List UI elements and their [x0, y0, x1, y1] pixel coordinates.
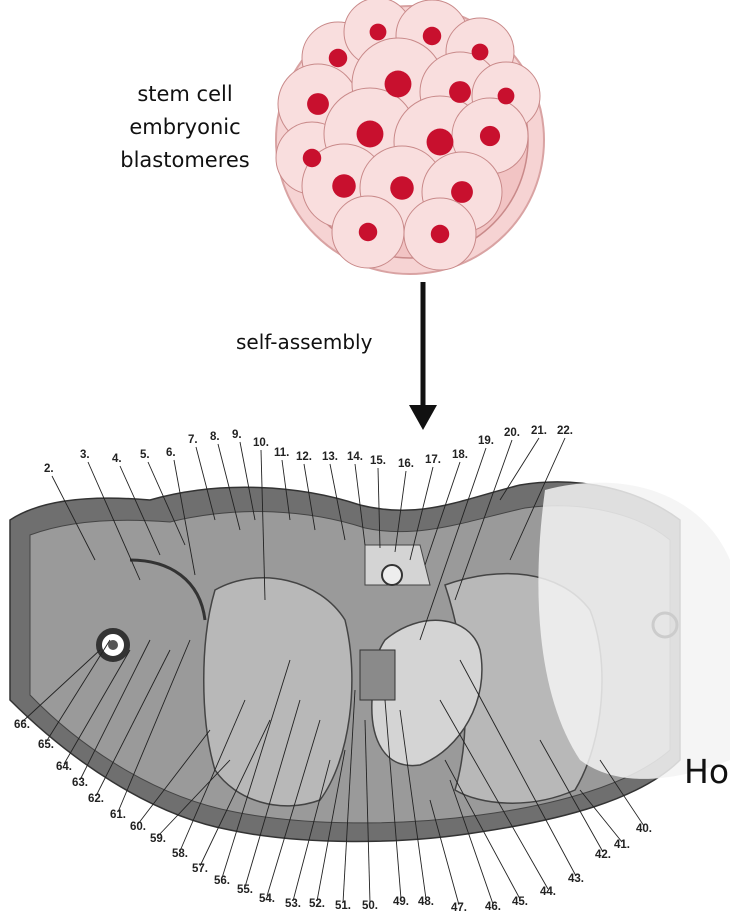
- structure-label-number: 59.: [150, 833, 166, 845]
- structure-label-number: 63.: [72, 777, 88, 789]
- cell-nucleus: [359, 223, 377, 241]
- structure-label-number: 62.: [88, 793, 104, 805]
- structure-label-number: 51.: [335, 900, 351, 912]
- structure-label-number: 57.: [192, 863, 208, 875]
- aorta: [360, 650, 395, 700]
- self-assembly-arrow: [409, 282, 437, 430]
- structure-label-number: 47.: [451, 902, 467, 913]
- cell-nucleus: [451, 181, 473, 203]
- cell-nucleus: [303, 149, 321, 167]
- cell-nucleus: [332, 174, 356, 198]
- structure-label-number: 13.: [322, 451, 338, 463]
- cell-nucleus: [423, 27, 441, 45]
- structure-label-number: 8.: [210, 431, 220, 443]
- structure-label-number: 12.: [296, 451, 312, 463]
- structure-label-number: 22.: [557, 425, 573, 437]
- structure-label-number: 19.: [478, 435, 494, 447]
- structure-label-number: 6.: [166, 447, 176, 459]
- structure-label-number: 20.: [504, 427, 520, 439]
- blastomere-cluster: [276, 0, 544, 274]
- structure-label-number: 3.: [80, 449, 90, 461]
- structure-label-number: 14.: [347, 451, 363, 463]
- structure-label-number: 64.: [56, 761, 72, 773]
- self-assembly-label: self-assembly: [236, 330, 372, 354]
- faded-arm: [538, 483, 730, 779]
- structure-label-number: 44.: [540, 886, 556, 898]
- structure-label-number: 15.: [370, 455, 386, 467]
- structure-label-number: 5.: [140, 449, 150, 461]
- trachea: [382, 565, 402, 585]
- structure-label-number: 50.: [362, 900, 378, 912]
- cell-nucleus: [472, 44, 489, 61]
- structure-label-number: 42.: [595, 849, 611, 861]
- structure-label-number: 40.: [636, 823, 652, 835]
- structure-label-number: 55.: [237, 884, 253, 896]
- thorax-cross-section: [10, 482, 730, 842]
- structure-label-number: 11.: [274, 447, 289, 459]
- structure-label-number: 21.: [531, 425, 547, 437]
- structure-label-number: 7.: [188, 434, 198, 446]
- cell-nucleus: [498, 88, 515, 105]
- structure-label-number: 48.: [418, 896, 434, 908]
- structure-label-number: 18.: [452, 449, 468, 461]
- structure-label-number: 53.: [285, 898, 301, 910]
- structure-label-number: 58.: [172, 848, 188, 860]
- cell-nucleus: [427, 129, 454, 156]
- cell-nucleus: [390, 176, 414, 200]
- cell-nucleus: [357, 121, 384, 148]
- cell-nucleus: [431, 225, 449, 243]
- cell-nucleus: [307, 93, 329, 115]
- structure-label-number: 66.: [14, 719, 30, 731]
- structure-label-number: 10.: [253, 437, 269, 449]
- structure-label-number: 61.: [110, 809, 126, 821]
- left-lung: [204, 578, 352, 806]
- cell-nucleus: [385, 71, 412, 98]
- cell-nucleus: [480, 126, 500, 146]
- structure-label-number: 17.: [425, 454, 441, 466]
- structure-label-number: 16.: [398, 458, 414, 470]
- structure-label-number: 9.: [232, 429, 242, 441]
- cell-nucleus: [449, 81, 471, 103]
- structure-label-number: 45.: [512, 896, 528, 908]
- structure-label-number: 52.: [309, 898, 325, 910]
- structure-label-number: 41.: [614, 839, 630, 851]
- structure-label-number: 56.: [214, 875, 230, 887]
- structure-label-number: 46.: [485, 901, 501, 913]
- structure-label-number: 2.: [44, 463, 54, 475]
- truncated-corner-text: Ho: [684, 752, 729, 791]
- structure-label-number: 60.: [130, 821, 146, 833]
- cell-nucleus: [329, 49, 347, 67]
- structure-label-number: 43.: [568, 873, 584, 885]
- cell-nucleus: [370, 24, 387, 41]
- structure-label-number: 49.: [393, 896, 409, 908]
- structure-label-number: 54.: [259, 893, 275, 905]
- structure-label-number: 4.: [112, 453, 122, 465]
- structure-label-number: 65.: [38, 739, 54, 751]
